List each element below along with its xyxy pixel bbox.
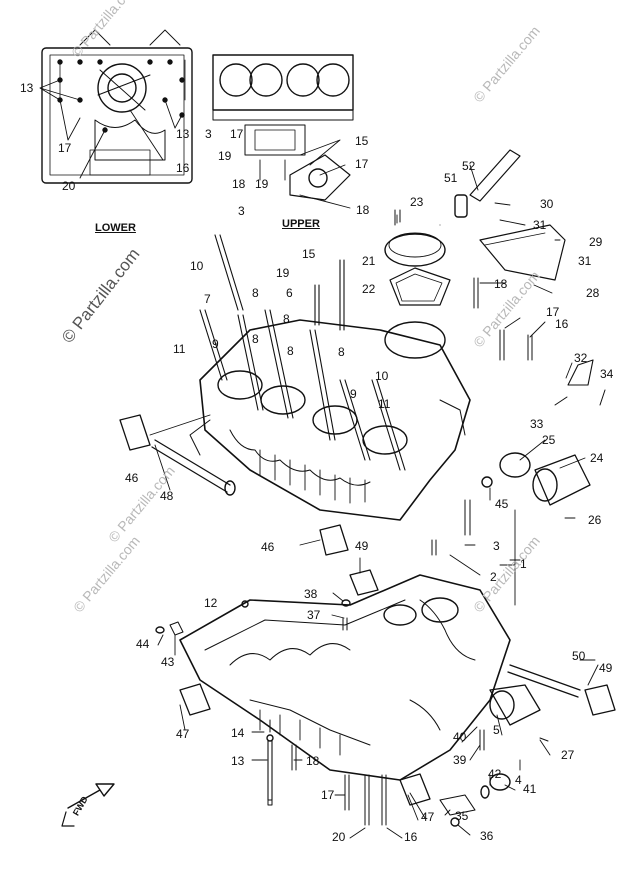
- callout: 9: [212, 337, 219, 351]
- callout: 47: [176, 727, 190, 741]
- callout: 36: [480, 829, 494, 843]
- callout: 17: [321, 788, 335, 802]
- callout: 17: [230, 127, 244, 141]
- callout: 4: [515, 773, 522, 787]
- callout: 48: [160, 489, 174, 503]
- callout: 7: [204, 292, 211, 306]
- callout: 18: [232, 177, 246, 191]
- callout: 13: [231, 754, 245, 768]
- callout: 26: [588, 513, 602, 527]
- callout: 46: [261, 540, 275, 554]
- callout: 49: [355, 539, 369, 553]
- callout: 15: [302, 247, 316, 261]
- callout: 19: [276, 266, 290, 280]
- callout: 11: [378, 397, 391, 411]
- upper-caption: UPPER: [282, 218, 320, 230]
- callout: 8: [338, 345, 345, 359]
- callout: 8: [252, 286, 259, 300]
- callout: 3: [493, 539, 500, 553]
- callout: 42: [488, 767, 502, 781]
- callout: 17: [546, 305, 560, 319]
- callout: 44: [136, 637, 150, 651]
- callout: 22: [362, 282, 376, 296]
- shaft-and-seal-drawing: [119, 414, 349, 556]
- callout: 18: [356, 203, 370, 217]
- callout: 34: [600, 367, 614, 381]
- callout: 24: [590, 451, 604, 465]
- callout: 12: [204, 596, 218, 610]
- callout: 17: [355, 157, 369, 171]
- callout: 27: [561, 748, 575, 762]
- callout: 10: [190, 259, 204, 273]
- callout: 37: [307, 608, 321, 622]
- callout: 16: [555, 317, 569, 331]
- callout: 23: [410, 195, 424, 209]
- callout: 8: [252, 332, 259, 346]
- right-cover-drawing: [431, 452, 591, 556]
- callout: 19: [255, 177, 269, 191]
- callout: 13: [20, 81, 34, 95]
- upper-inset-drawing: [212, 54, 354, 209]
- callout: 29: [589, 235, 603, 249]
- callout: 52: [462, 159, 476, 173]
- leader-lines: [149, 164, 599, 839]
- lower-caption: LOWER: [95, 222, 136, 234]
- callout: 13: [176, 127, 190, 141]
- callout: 45: [495, 497, 509, 511]
- callout: 43: [161, 655, 175, 669]
- lower-inset-drawing: [39, 29, 193, 184]
- callout: 1: [520, 557, 527, 571]
- callout: 33: [530, 417, 544, 431]
- callout: 10: [375, 369, 389, 383]
- callout: 15: [355, 134, 369, 148]
- callout: 11: [173, 342, 186, 356]
- callout: 25: [542, 433, 556, 447]
- callout: 31: [578, 254, 592, 268]
- callout: 2: [490, 570, 497, 584]
- callout: 47: [421, 810, 435, 824]
- callout: 49: [599, 661, 613, 675]
- upper-crankcase-drawing: [189, 234, 606, 521]
- callout: 20: [62, 179, 76, 193]
- callout: 40: [453, 730, 467, 744]
- callout: 8: [283, 312, 290, 326]
- callout: 14: [231, 726, 245, 740]
- callout: 3: [238, 204, 245, 218]
- upper-covers-drawing: [384, 149, 566, 306]
- callout: 17: [58, 141, 72, 155]
- callout: 5: [493, 723, 500, 737]
- callout: 21: [362, 254, 376, 268]
- callout: 51: [444, 171, 458, 185]
- lower-crankcase-drawing: [155, 569, 616, 827]
- callout: 9: [350, 387, 357, 401]
- callout: 41: [523, 782, 537, 796]
- callout: 6: [286, 286, 293, 300]
- callout: 31: [533, 218, 547, 232]
- callout: 3: [205, 127, 212, 141]
- callout: 16: [176, 161, 190, 175]
- callout: 35: [455, 809, 469, 823]
- callout: 30: [540, 197, 554, 211]
- callout: 16: [404, 830, 418, 844]
- callout: 8: [287, 344, 294, 358]
- callout: 32: [574, 351, 588, 365]
- callout: 28: [586, 286, 600, 300]
- callout: 20: [332, 830, 346, 844]
- callout: 19: [218, 149, 232, 163]
- callout: 38: [304, 587, 318, 601]
- callout: 50: [572, 649, 586, 663]
- fwd-arrow-icon: [61, 783, 115, 827]
- callout: 18: [494, 277, 508, 291]
- callout: 18: [306, 754, 320, 768]
- callout: 39: [453, 753, 467, 767]
- callout: 46: [125, 471, 139, 485]
